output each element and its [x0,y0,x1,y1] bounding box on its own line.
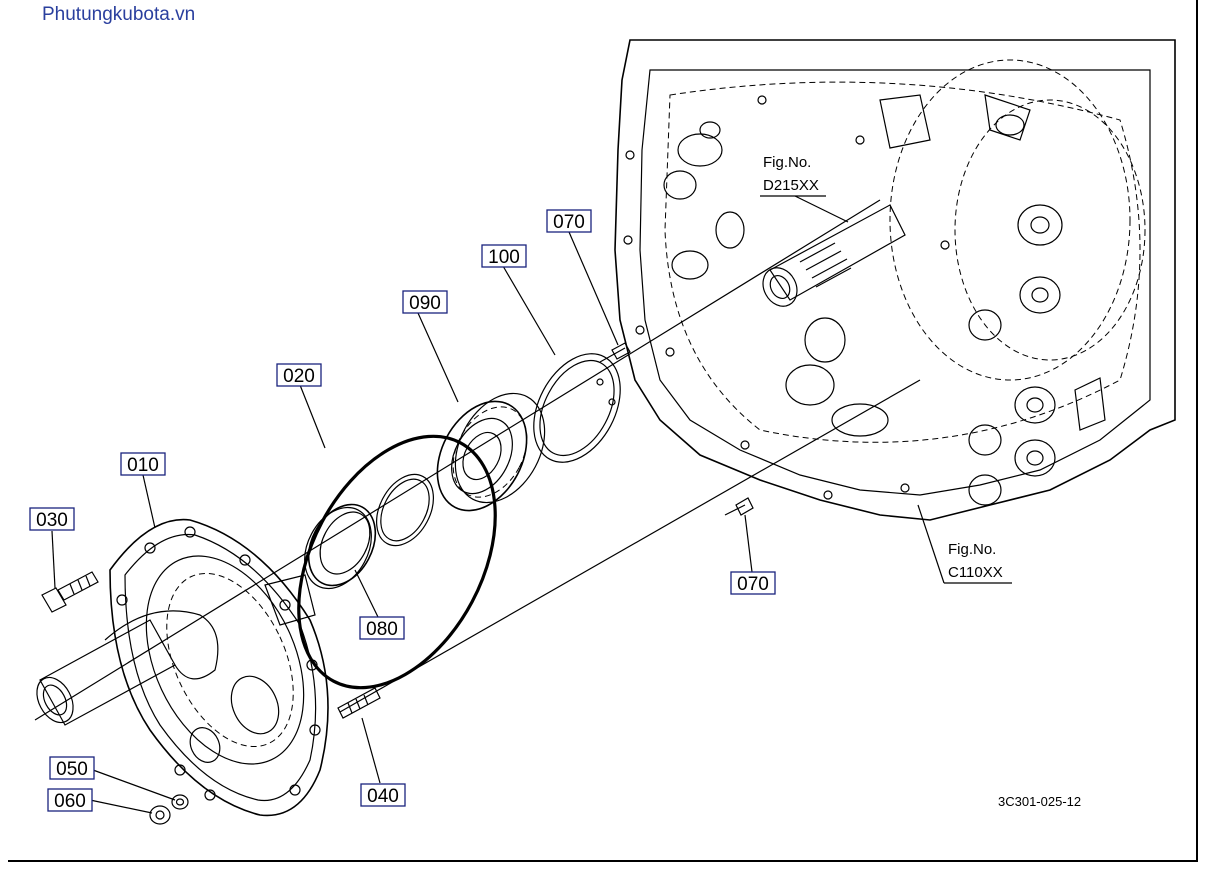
svg-text:C110XX: C110XX [948,564,1003,581]
fig-ref-d215: Fig.No. D215XX [763,154,819,194]
svg-text:030: 030 [36,510,68,531]
nut-060 [149,805,171,825]
circlip-small [376,473,434,547]
label-060: 060 [47,788,93,812]
cover-010 [36,518,329,817]
bolt-030 [41,571,99,613]
washer-050 [171,794,189,810]
svg-text:Fig.No.: Fig.No. [948,541,996,558]
label-010: 010 [120,452,166,476]
svg-text:050: 050 [56,759,88,780]
svg-text:100: 100 [488,247,520,268]
stud-040 [337,687,381,719]
svg-text:090: 090 [409,293,441,314]
svg-text:010: 010 [127,455,159,476]
label-100: 100 [481,244,527,268]
label-050: 050 [49,756,95,780]
svg-text:D215XX: D215XX [763,177,819,194]
pin-070-upper [611,342,631,360]
site-watermark: Phutungkubota.vn [42,4,196,25]
input-shaft [762,204,906,307]
svg-text:060: 060 [54,791,86,812]
svg-text:Fig.No.: Fig.No. [763,154,811,171]
svg-text:070: 070 [553,212,585,233]
drawing-code: 3C301-025-12 [998,794,1081,809]
snap-ring-100 [533,353,621,463]
drawing-frame [8,0,1198,862]
svg-text:080: 080 [366,619,398,640]
label-080: 080 [359,616,405,640]
label-070-lower: 070 [730,571,776,595]
svg-text:040: 040 [367,786,399,807]
label-070-upper: 070 [546,209,592,233]
svg-text:020: 020 [283,366,315,387]
svg-text:3C301-025-12: 3C301-025-12 [998,794,1081,809]
transmission-housing [614,39,1176,521]
assembly-axis-lines [34,199,921,721]
o-ring-020 [297,434,497,690]
pin-070-lower [735,497,754,516]
fig-ref-c110: Fig.No. C110XX [948,541,1003,581]
leader-lines [51,195,1012,814]
label-040: 040 [360,783,406,807]
label-020: 020 [276,363,322,387]
label-090: 090 [402,290,448,314]
label-030: 030 [29,507,75,531]
svg-text:070: 070 [737,574,769,595]
bearing-090 [436,392,546,512]
oil-seal-080 [304,503,377,590]
